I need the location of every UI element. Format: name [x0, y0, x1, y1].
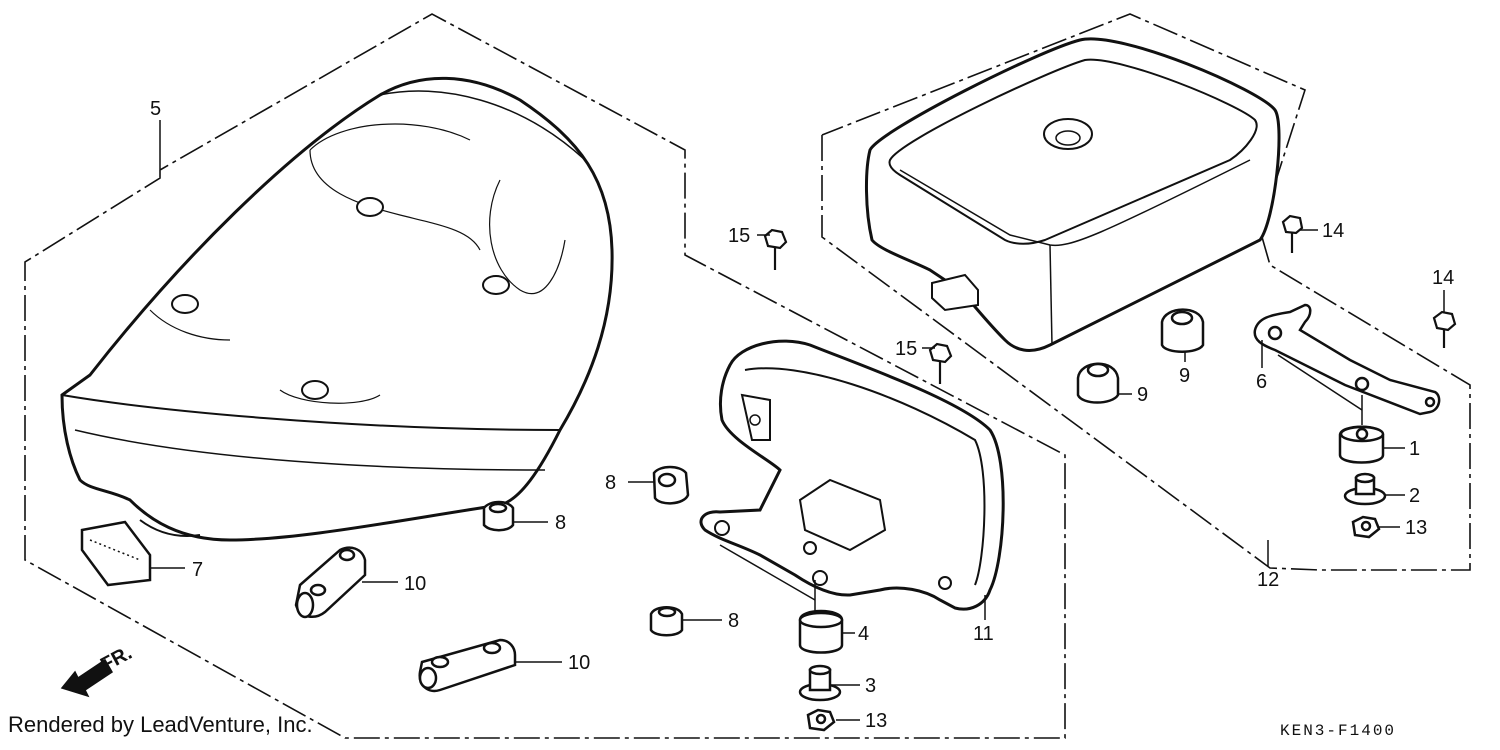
seat-bracket-illustration: [699, 339, 1005, 611]
callout-11: 11: [973, 623, 994, 645]
callout-8-a: 8: [555, 512, 566, 534]
callout-13-a: 13: [865, 710, 887, 732]
part-9-grommets: [1076, 308, 1205, 404]
box-bracket-illustration: [1253, 303, 1441, 416]
callout-10-b: 10: [568, 652, 590, 674]
callout-4: 4: [858, 623, 869, 645]
box-group-outline: [821, 13, 1471, 571]
render-credit: Rendered by LeadVenture, Inc.: [8, 712, 313, 737]
part-7-strip: [80, 520, 152, 587]
callout-5: 5: [150, 98, 161, 120]
callout-14-b: 14: [1432, 267, 1454, 289]
part-8-grommets: [482, 465, 690, 637]
front-arrow-icon: [60, 658, 114, 698]
callout-3: 3: [865, 675, 876, 697]
collars: [798, 472, 1387, 702]
callout-2: 2: [1409, 485, 1420, 507]
callout-15-a: 15: [728, 225, 750, 247]
diagram-code: KEN3-F1400: [1280, 722, 1397, 740]
callout-15-b: 15: [895, 338, 917, 360]
callout-1: 1: [1409, 438, 1420, 460]
callout-13-b: 13: [1405, 517, 1427, 539]
callout-8-c: 8: [728, 610, 739, 632]
rear-box-illustration: [865, 37, 1281, 352]
part-10-rubber-a: [294, 546, 367, 619]
callout-12: 12: [1257, 569, 1279, 591]
callout-10-a: 10: [404, 573, 426, 595]
part-10-rubber-b: [418, 638, 517, 693]
callout-9-b: 9: [1179, 365, 1190, 387]
nuts: [806, 515, 1381, 732]
callout-14-a: 14: [1322, 220, 1344, 242]
callout-6: 6: [1256, 371, 1267, 393]
seat-illustration: [60, 76, 614, 542]
bolts: [763, 214, 1457, 384]
callout-8-b: 8: [605, 472, 616, 494]
rubber-mounts: [798, 425, 1385, 654]
leader-lines: [150, 120, 1445, 721]
callout-7: 7: [192, 559, 203, 581]
seat-group-outline: [24, 13, 1066, 739]
callout-9-a: 9: [1137, 384, 1148, 406]
front-direction-indicator: FR.: [60, 642, 136, 698]
